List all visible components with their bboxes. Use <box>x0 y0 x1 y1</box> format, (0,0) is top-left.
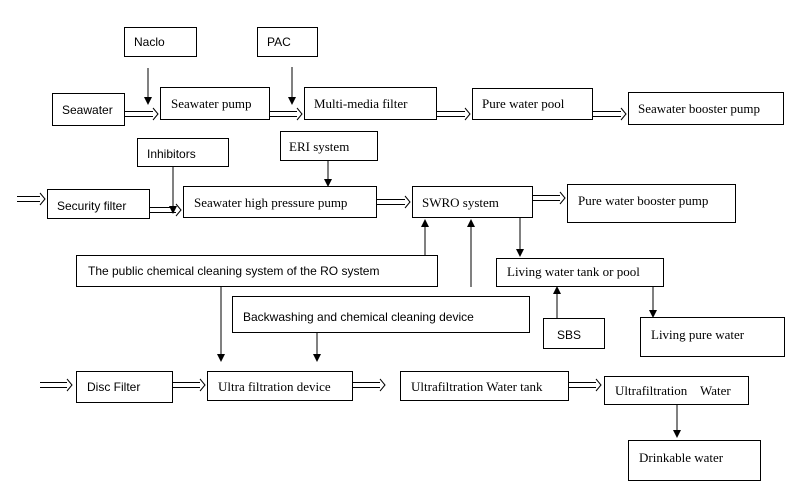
flow-arrow-filter-to-pool <box>437 107 471 121</box>
seawater-box: Seawater <box>52 93 125 126</box>
pure-water-pool-label: Pure water pool <box>482 96 565 111</box>
pure-water-booster-pump-label: Pure water booster pump <box>578 193 709 208</box>
drinkable-water-box: Drinkable water <box>628 440 761 481</box>
drinkable-water-label: Drinkable water <box>639 450 724 465</box>
disc-filter-box: Disc Filter <box>76 371 173 403</box>
sbs-label: SBS <box>557 328 582 342</box>
uf-device-label: Ultra filtration device <box>218 379 331 394</box>
security-filter-label: Security filter <box>57 199 127 213</box>
pure-water-booster-pump-box: Pure water booster pump <box>567 184 736 223</box>
naclo-box: Naclo <box>124 27 197 57</box>
seawater-booster-pump-label: Seawater booster pump <box>638 101 761 116</box>
flow-arrow-in-disc-filter <box>40 378 73 392</box>
living-pure-water-box: Living pure water <box>640 317 785 357</box>
backwash-device-label: Backwashing and chemical cleaning device <box>243 310 474 324</box>
security-filter-box: Security filter <box>47 189 150 219</box>
seawater-booster-pump-box: Seawater booster pump <box>628 92 784 125</box>
seawater-pump-box: Seawater pump <box>160 87 270 120</box>
hp-pump-box: Seawater high pressure pump <box>183 186 377 218</box>
flow-arrow-pool-to-booster <box>593 107 627 121</box>
uf-device-box: Ultra filtration device <box>207 371 353 401</box>
uf-water-box: Ultrafiltration Water <box>604 376 749 405</box>
flow-arrow-security-to-hp-pump <box>150 203 182 217</box>
living-water-tank-label: Living water tank or pool <box>507 264 640 279</box>
seawater-pump-label: Seawater pump <box>171 96 252 111</box>
uf-water-tank-label: Ultrafiltration Water tank <box>411 379 543 394</box>
flow-arrow-swro-to-booster <box>533 191 566 205</box>
multimedia-filter-box: Multi-media filter <box>304 87 437 120</box>
ro-cleaning-system-box: The public chemical cleaning system of t… <box>76 255 438 287</box>
pac-box: PAC <box>257 27 318 57</box>
backwash-device-box: Backwashing and chemical cleaning device <box>232 296 530 333</box>
seawater-label: Seawater <box>62 103 113 117</box>
flow-arrow-hp-pump-to-swro <box>377 195 411 209</box>
naclo-label: Naclo <box>134 35 165 49</box>
ro-cleaning-system-label: The public chemical cleaning system of t… <box>88 264 380 278</box>
flow-arrow-pump-to-filter <box>270 107 303 121</box>
inhibitors-box: Inhibitors <box>137 138 229 167</box>
living-water-tank-box: Living water tank or pool <box>496 258 664 287</box>
uf-water-tank-box: Ultrafiltration Water tank <box>400 371 569 401</box>
eri-system-label: ERI system <box>289 139 350 154</box>
disc-filter-label: Disc Filter <box>87 380 141 394</box>
flow-arrow-in-security-filter <box>17 192 46 206</box>
swro-system-box: SWRO system <box>412 186 533 218</box>
eri-system-box: ERI system <box>280 131 378 161</box>
living-pure-water-label: Living pure water <box>651 327 745 342</box>
uf-water-label: Ultrafiltration Water <box>615 383 731 398</box>
pac-label: PAC <box>267 35 291 49</box>
swro-system-label: SWRO system <box>422 195 499 210</box>
hp-pump-label: Seawater high pressure pump <box>194 195 348 210</box>
flow-arrow-disc-to-uf <box>173 378 206 392</box>
flow-arrow-seawater-to-pump <box>125 107 159 121</box>
flow-arrow-tank-to-uf-water <box>569 378 602 392</box>
sbs-box: SBS <box>543 318 605 349</box>
flow-arrow-uf-to-tank <box>353 378 386 392</box>
inhibitors-label: Inhibitors <box>147 147 196 161</box>
multimedia-filter-label: Multi-media filter <box>314 96 408 111</box>
pure-water-pool-box: Pure water pool <box>472 88 593 120</box>
